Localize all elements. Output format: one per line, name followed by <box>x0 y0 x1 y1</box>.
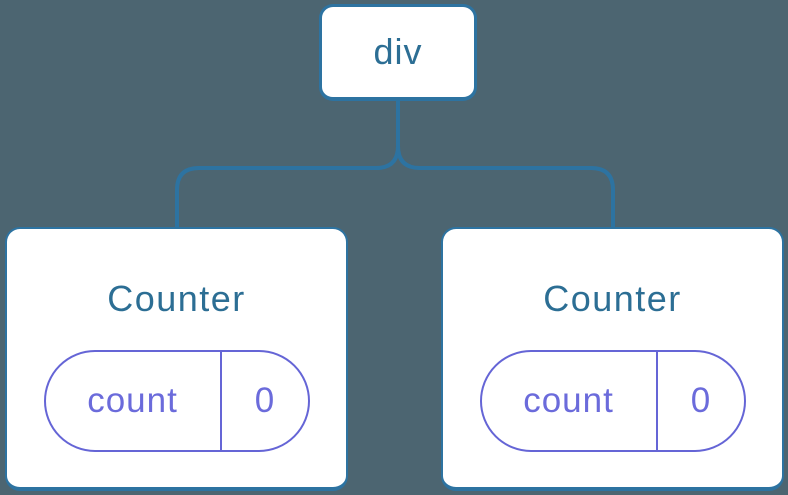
component-title: Counter <box>107 278 246 319</box>
connector-right-branch <box>396 100 615 232</box>
root-node: div <box>319 4 477 101</box>
state-key: count <box>523 381 614 420</box>
root-node-label: div <box>373 31 423 72</box>
state-key: count <box>87 381 178 420</box>
pill-divider <box>655 352 658 450</box>
pill-divider <box>219 352 222 450</box>
connector-left-branch <box>175 100 400 232</box>
state-value: 0 <box>690 381 711 420</box>
state-pill: count 0 <box>43 350 310 452</box>
state-value: 0 <box>254 381 275 420</box>
state-pill: count 0 <box>479 350 746 452</box>
component-title: Counter <box>543 278 682 319</box>
component-card-left: Counter count 0 <box>5 227 348 491</box>
component-card-right: Counter count 0 <box>441 227 784 491</box>
